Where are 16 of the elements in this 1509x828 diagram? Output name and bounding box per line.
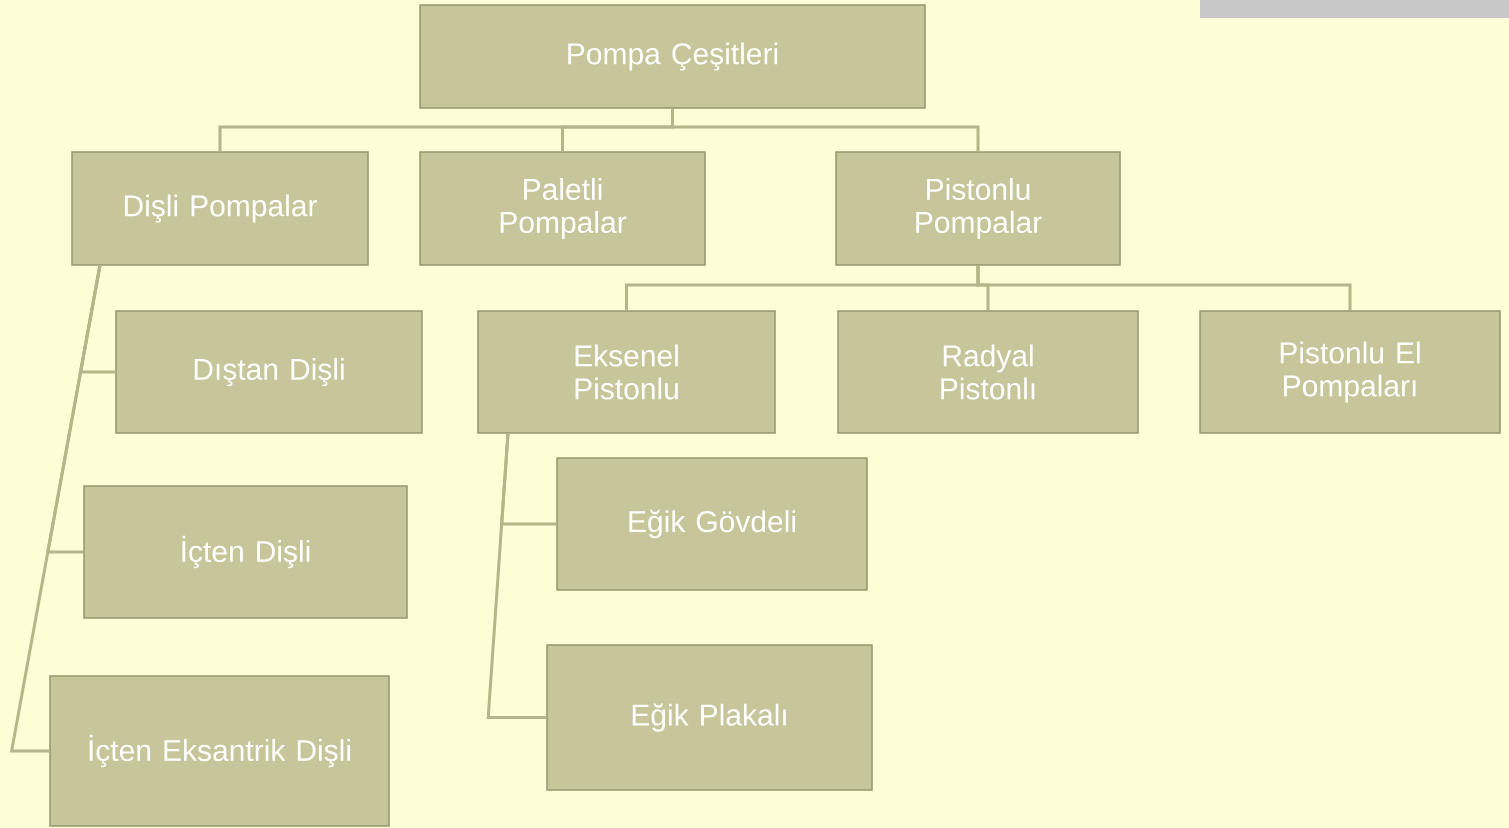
category-box: Eksenel Pistonlu <box>477 310 776 434</box>
category-box: Eğik Plakalı <box>546 644 873 791</box>
category-box: İçten Dişli <box>83 485 408 619</box>
category-box: Paletli Pompalar <box>419 151 706 266</box>
connector-line <box>671 108 980 152</box>
category-box: Radyal Pistonlı <box>837 310 1139 434</box>
category-box: Pompa Çeşitleri <box>419 4 926 109</box>
connector-line <box>976 265 1352 311</box>
connector-line <box>486 432 547 719</box>
category-box: Eğik Gövdeli <box>556 457 868 591</box>
category-box: Pistonlu Pompalar <box>835 151 1121 266</box>
category-box: Pistonlu El Pompaları <box>1199 310 1501 434</box>
category-box: İçten Eksantrik Dişli <box>49 675 390 827</box>
connector-line <box>9 264 102 753</box>
category-box: Dişli Pompalar <box>71 151 369 266</box>
category-box: Dıştan Dişli <box>115 310 423 434</box>
